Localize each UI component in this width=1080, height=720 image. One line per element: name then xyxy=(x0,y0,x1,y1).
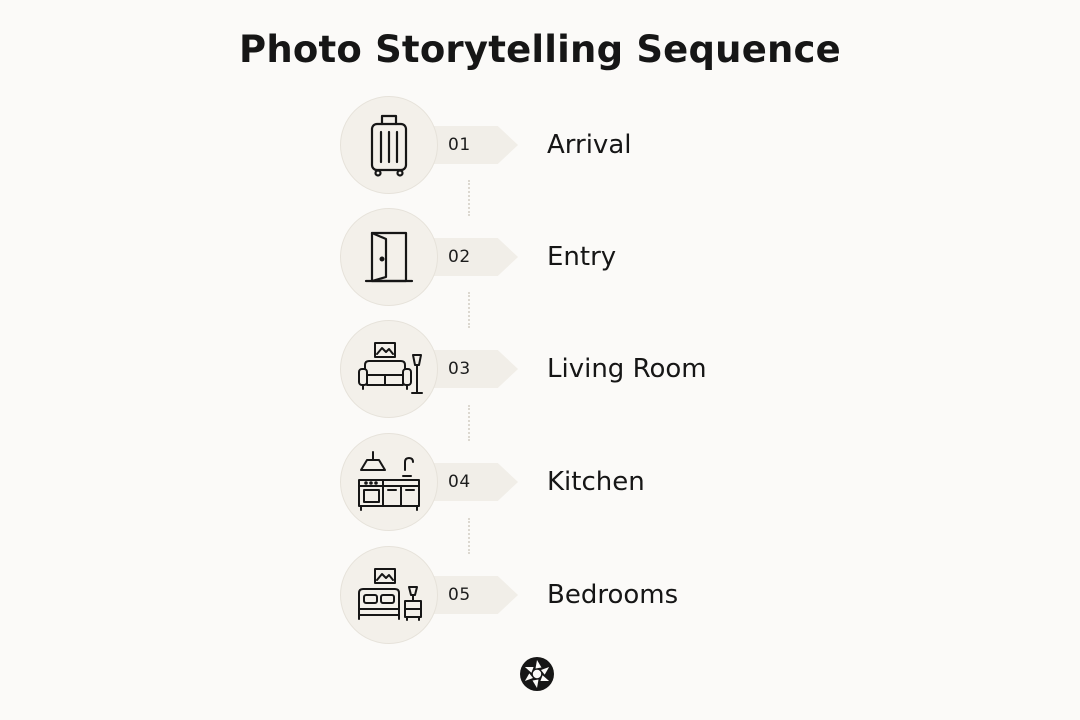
connector-line xyxy=(468,180,470,216)
step-number: 03 xyxy=(448,359,471,379)
page-title: Photo Storytelling Sequence xyxy=(239,28,841,71)
connector-line xyxy=(468,292,470,328)
step-icon-circle xyxy=(340,320,438,418)
step-number-tag xyxy=(426,126,518,164)
step-icon-circle xyxy=(340,546,438,644)
step-number: 05 xyxy=(448,585,471,605)
step-kitchen: 04 Kitchen xyxy=(340,433,760,531)
step-number: 02 xyxy=(448,247,471,267)
door-icon xyxy=(364,231,414,283)
step-number: 04 xyxy=(448,472,471,492)
step-label: Living Room xyxy=(547,354,707,384)
step-icon-circle xyxy=(340,208,438,306)
step-number-tag xyxy=(426,576,518,614)
step-label: Entry xyxy=(547,242,617,272)
step-label: Bedrooms xyxy=(547,580,679,610)
bed-icon xyxy=(358,568,422,621)
step-number: 01 xyxy=(448,135,471,155)
aperture-icon xyxy=(520,657,554,691)
suitcase-icon xyxy=(370,114,408,177)
sofa-icon xyxy=(358,342,423,394)
step-arrival: 01 Arrival xyxy=(340,96,760,194)
step-bedrooms: 05 Bedrooms xyxy=(340,546,760,644)
step-living-room: 03 Living Room xyxy=(340,320,760,418)
step-number-tag xyxy=(426,350,518,388)
step-entry: 02 Entry xyxy=(340,208,760,306)
step-icon-circle xyxy=(340,96,438,194)
step-number-tag xyxy=(426,238,518,276)
kitchen-icon xyxy=(358,451,420,511)
step-icon-circle xyxy=(340,433,438,531)
connector-line xyxy=(468,405,470,441)
connector-line xyxy=(468,518,470,554)
step-label: Kitchen xyxy=(547,467,645,497)
step-number-tag xyxy=(426,463,518,501)
step-label: Arrival xyxy=(547,130,632,160)
